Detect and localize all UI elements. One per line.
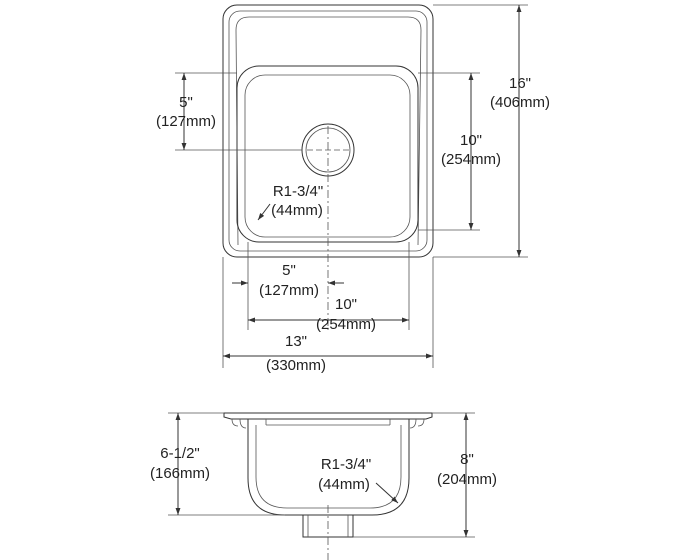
side-view-flange: [223, 412, 433, 420]
label-bowl-length-imperial: 10": [460, 132, 482, 149]
label-corner-radius-imperial: R1-3/4": [273, 183, 323, 200]
label-side-radius-metric: (44mm): [318, 476, 370, 493]
radius-leader-side: [375, 482, 399, 504]
top-view: 16" (406mm) 10" (254mm) 5" (127mm) R1-3/…: [156, 4, 550, 374]
label-bowl-width-metric: (254mm): [316, 316, 376, 333]
label-overall-length-metric: (406mm): [490, 94, 550, 111]
label-bowl-depth-metric: (166mm): [150, 465, 210, 482]
side-view: 6-1/2" (166mm) 8" (204mm) R1-3/4" (44mm): [150, 412, 497, 560]
label-drain-offset-x-metric: (127mm): [259, 282, 319, 299]
label-overall-width-metric: (330mm): [266, 357, 326, 374]
label-overall-length-imperial: 16": [509, 75, 531, 92]
label-drain-offset-y-metric: (127mm): [156, 113, 216, 130]
label-overall-depth-metric: (204mm): [437, 471, 497, 488]
label-drain-offset-y-imperial: 5": [179, 94, 193, 111]
label-corner-radius-metric: (44mm): [271, 202, 323, 219]
label-bowl-depth-imperial: 6-1/2": [160, 445, 200, 462]
label-overall-width-imperial: 13": [285, 333, 307, 350]
label-bowl-width-imperial: 10": [335, 296, 357, 313]
top-view-bowl-outer: [236, 65, 419, 243]
top-view-deck: [235, 16, 422, 246]
label-drain-offset-x-imperial: 5": [282, 262, 296, 279]
label-side-radius-imperial: R1-3/4": [321, 456, 371, 473]
radius-leader-top: [257, 203, 271, 221]
top-view-bowl-inner: [244, 74, 411, 238]
label-bowl-length-metric: (254mm): [441, 151, 501, 168]
label-overall-depth-imperial: 8": [460, 451, 474, 468]
